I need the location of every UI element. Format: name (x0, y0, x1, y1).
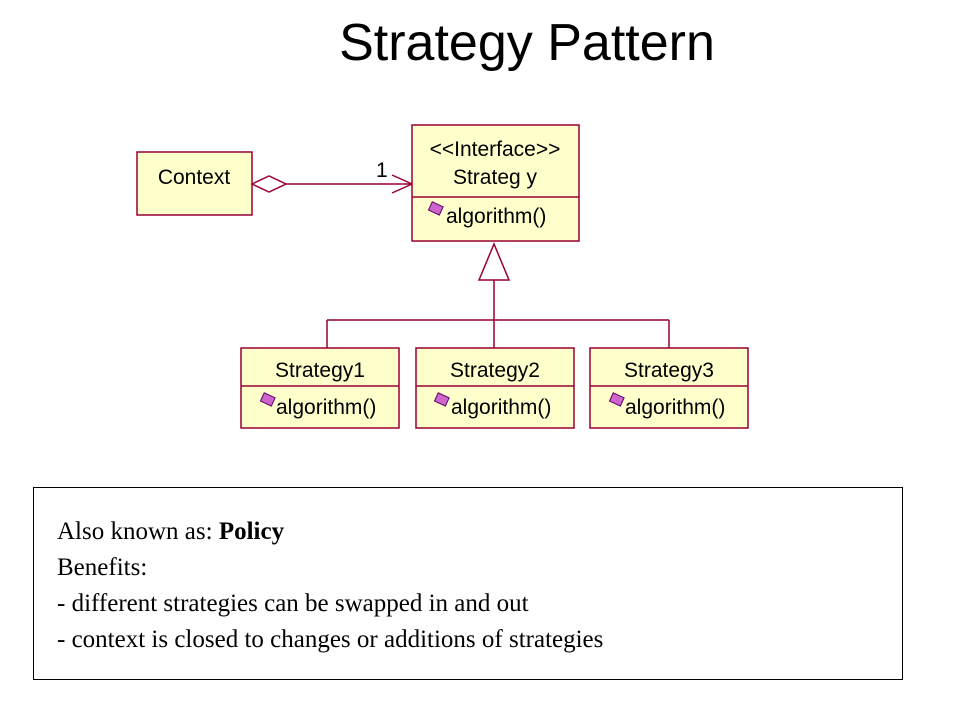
strategy3-name: Strategy3 (624, 359, 714, 382)
method-icon (608, 392, 625, 407)
benefit-item: - context is closed to changes or additi… (57, 626, 604, 653)
interface-method: algorithm() (446, 205, 546, 228)
strategy2-method: algorithm() (451, 396, 551, 419)
interface-name: Strateg y (453, 166, 538, 189)
aka-label: Also known as: (57, 518, 213, 545)
multiplicity-label: 1 (376, 159, 388, 182)
aka-line: Also known as: Policy (57, 514, 902, 550)
strategy1-name: Strategy1 (275, 359, 365, 382)
notes-box: Also known as: Policy Benefits: - differ… (33, 487, 903, 680)
strategy-interface-class: <<Interface>> Strateg y algorithm() (411, 124, 580, 242)
aggregation-association: 1 (250, 159, 414, 194)
context-class-name: Context (158, 166, 231, 189)
uml-class-diagram: Context 1 <<Interface>> Strateg y algori… (136, 124, 749, 429)
strategy2-name: Strategy2 (450, 359, 540, 382)
strategy1-method: algorithm() (276, 396, 376, 419)
aka-value: Policy (218, 518, 285, 545)
strategy3-method: algorithm() (625, 396, 725, 419)
generalization-connector (326, 242, 670, 348)
benefit-item: - different strategies can be swapped in… (57, 590, 529, 617)
context-class: Context (136, 151, 253, 216)
strategy1-class: Strategy1 algorithm() (240, 347, 400, 429)
interface-stereotype: <<Interface>> (430, 138, 561, 161)
page-title: Strategy Pattern (339, 14, 715, 72)
benefits-heading: Benefits: (57, 554, 148, 581)
aggregation-diamond (250, 175, 288, 193)
method-icon (433, 392, 450, 407)
inheritance-triangle (477, 242, 511, 281)
method-icon (427, 201, 444, 216)
method-icon (259, 392, 276, 407)
strategy3-class: Strategy3 algorithm() (589, 347, 749, 429)
strategy2-class: Strategy2 algorithm() (415, 347, 575, 429)
